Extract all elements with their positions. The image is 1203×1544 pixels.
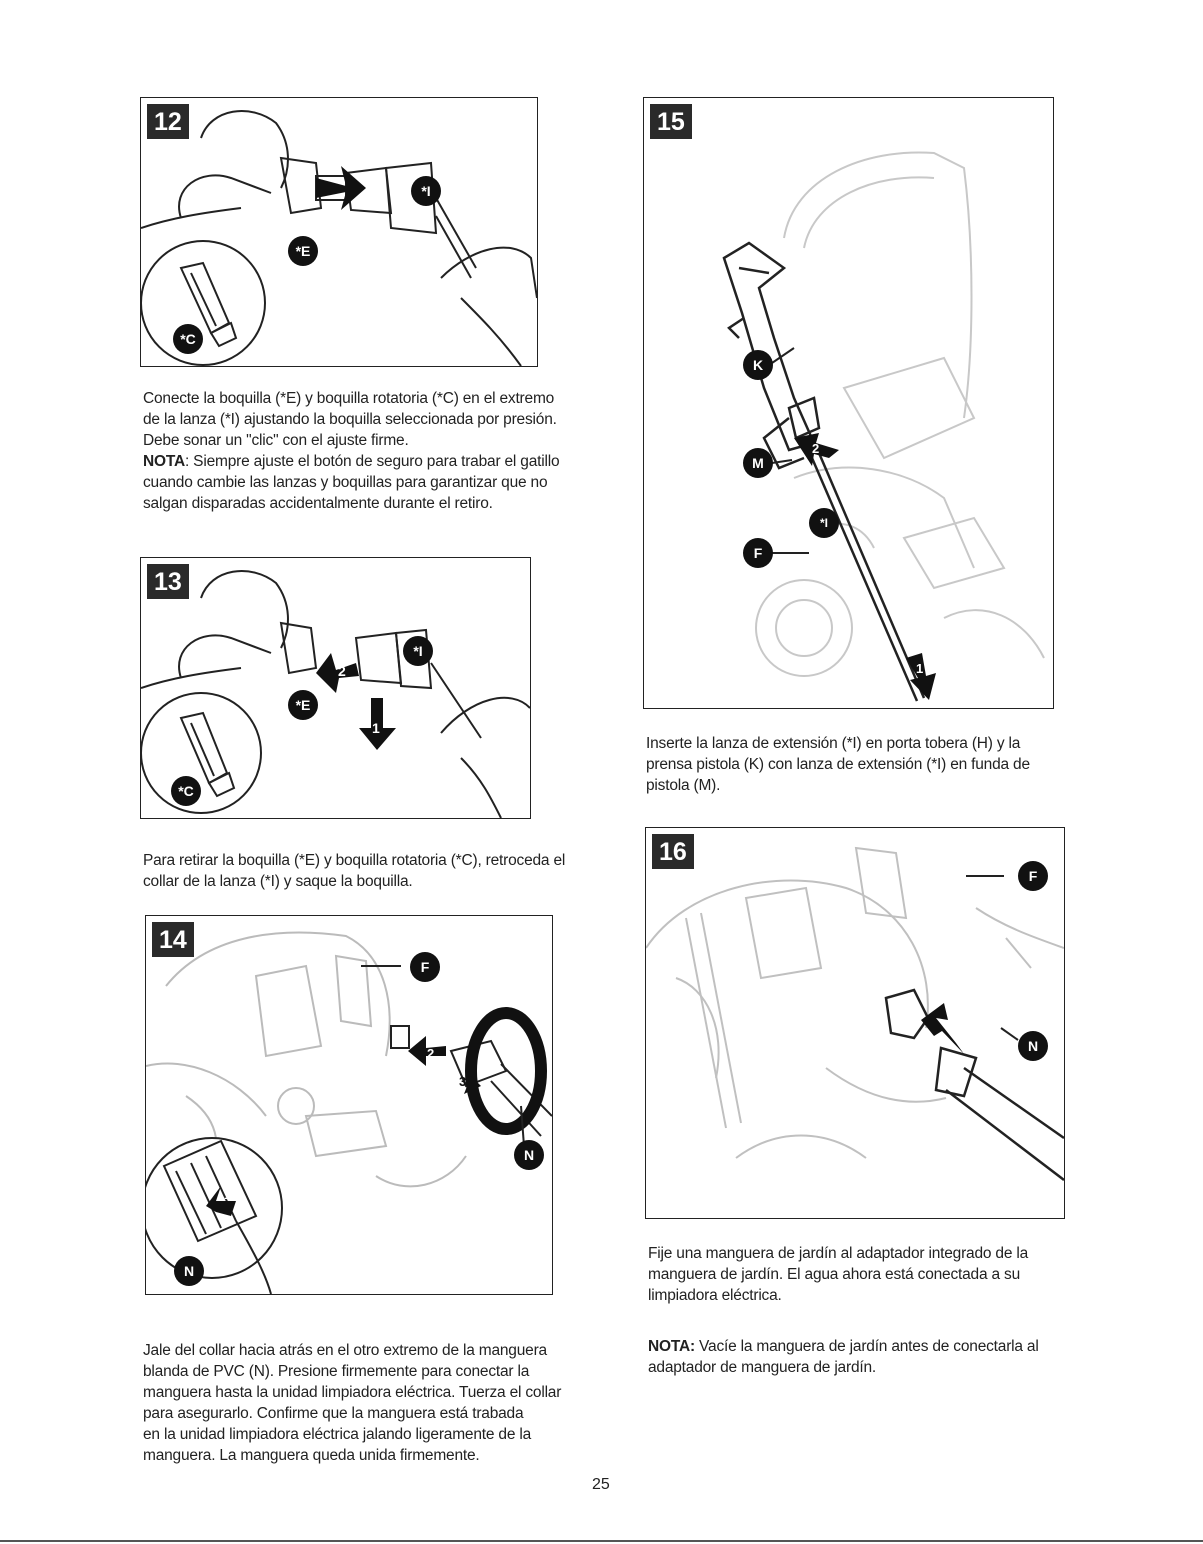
text-line: manguera de jardín. El agua ahora está c… [648,1266,1020,1283]
page-number: 25 [592,1476,610,1493]
figure-step-14: 2 3 1 14 F N N [145,915,553,1295]
text-line: prensa pistola (K) con lanza de extensió… [646,756,1030,773]
nozzle-remove-illustration: 2 1 [141,570,530,818]
text-line: manguera hasta la unidad limpiadora eléc… [143,1384,562,1401]
arrow-step-label: 2 [812,441,819,456]
step-number: 12 [147,104,189,139]
callout-lance: *I [411,176,441,206]
text-line: salgan disparadas accidentalmente durant… [143,495,493,512]
callout-hose: N [514,1140,544,1170]
text-line: Jale del collar hacia atrás en el otro e… [143,1342,547,1359]
arrow-step-label: 1 [224,1188,231,1202]
callout-spray-gun: K [743,350,773,380]
note-label: NOTA: [648,1338,695,1355]
text-line: Vacíe la manguera de jardín antes de con… [694,1338,1039,1355]
text-line: cuando cambie las lanzas y boquillas par… [143,474,548,491]
text-line: Para retirar la boquilla (*E) y boquilla… [143,852,566,869]
step-12-text: Conecte la boquilla (*E) y boquilla rota… [143,388,560,514]
step-number: 15 [650,104,692,139]
callout-power-unit: F [743,538,773,568]
note-label: NOTA [143,453,185,470]
text-line: collar de la lanza (*I) y saque la boqui… [143,873,413,890]
text-line: manguera. La manguera queda unida firmem… [143,1447,480,1464]
text-line: limpiadora eléctrica. [648,1287,782,1304]
step-14-text: Jale del collar hacia atrás en el otro e… [143,1340,561,1466]
callout-nozzle: *E [288,690,318,720]
text-line: blanda de PVC (N). Presione firmemente p… [143,1363,530,1380]
figure-step-12: 12 *I *E *C [140,97,538,367]
arrow-step-label: 1 [916,661,923,676]
callout-rotary-nozzle: *C [171,776,201,806]
figure-step-15: 2 1 15 K M *I F [643,97,1054,709]
arrow-step-label: 1 [372,720,380,736]
callout-lance: *I [403,636,433,666]
step-number: 13 [147,564,189,599]
garden-hose-illustration [646,846,1064,1181]
page-bottom-edge [0,1540,1203,1542]
step-number: 16 [652,834,694,869]
text-line: : Siempre ajuste el botón de seguro para… [184,453,560,470]
step-16-text: Fije una manguera de jardín al adaptador… [648,1243,1028,1306]
step-15-text: Inserte la lanza de extensión (*I) en po… [646,733,1030,796]
callout-nozzle: *E [288,236,318,266]
step-13-text: Para retirar la boquilla (*E) y boquilla… [143,850,565,892]
nozzle-attach-illustration [141,110,537,366]
callout-power-unit: F [410,952,440,982]
arrow-step-label: 2 [338,663,346,679]
figure-step-13: 2 1 13 *I *E *C [140,557,531,819]
callout-rotary-nozzle: *C [173,324,203,354]
text-line: para asegurarlo. Confirme que la manguer… [143,1405,524,1422]
text-line: pistola (M). [646,777,721,794]
callout-gun-holster: M [743,448,773,478]
figure-step-16: 16 F N [645,827,1065,1219]
gun-storage-illustration: 2 1 [722,151,1045,702]
text-line: Conecte la boquilla (*E) y boquilla rota… [143,390,555,407]
text-line: de la lanza (*I) ajustando la boquilla s… [143,411,557,428]
callout-power-unit: F [1018,861,1048,891]
text-line: en la unidad limpiadora eléctrica jaland… [143,1426,532,1443]
arrow-step-label: 2 [427,1046,434,1061]
step-number: 14 [152,922,194,957]
text-line: adaptador de manguera de jardín. [648,1359,876,1376]
callout-hose-detail: N [174,1256,204,1286]
callout-lance: *I [809,508,839,538]
step-16-note: NOTA: Vacíe la manguera de jardín antes … [648,1336,1039,1378]
text-line: Debe sonar un "clic" con el ajuste firme… [143,432,409,449]
text-line: Inserte la lanza de extensión (*I) en po… [646,735,1021,752]
arrow-step-label: 3 [459,1074,466,1089]
hose-connect-illustration: 2 3 1 [146,931,552,1294]
text-line: Fije una manguera de jardín al adaptador… [648,1245,1029,1262]
callout-garden-hose: N [1018,1031,1048,1061]
